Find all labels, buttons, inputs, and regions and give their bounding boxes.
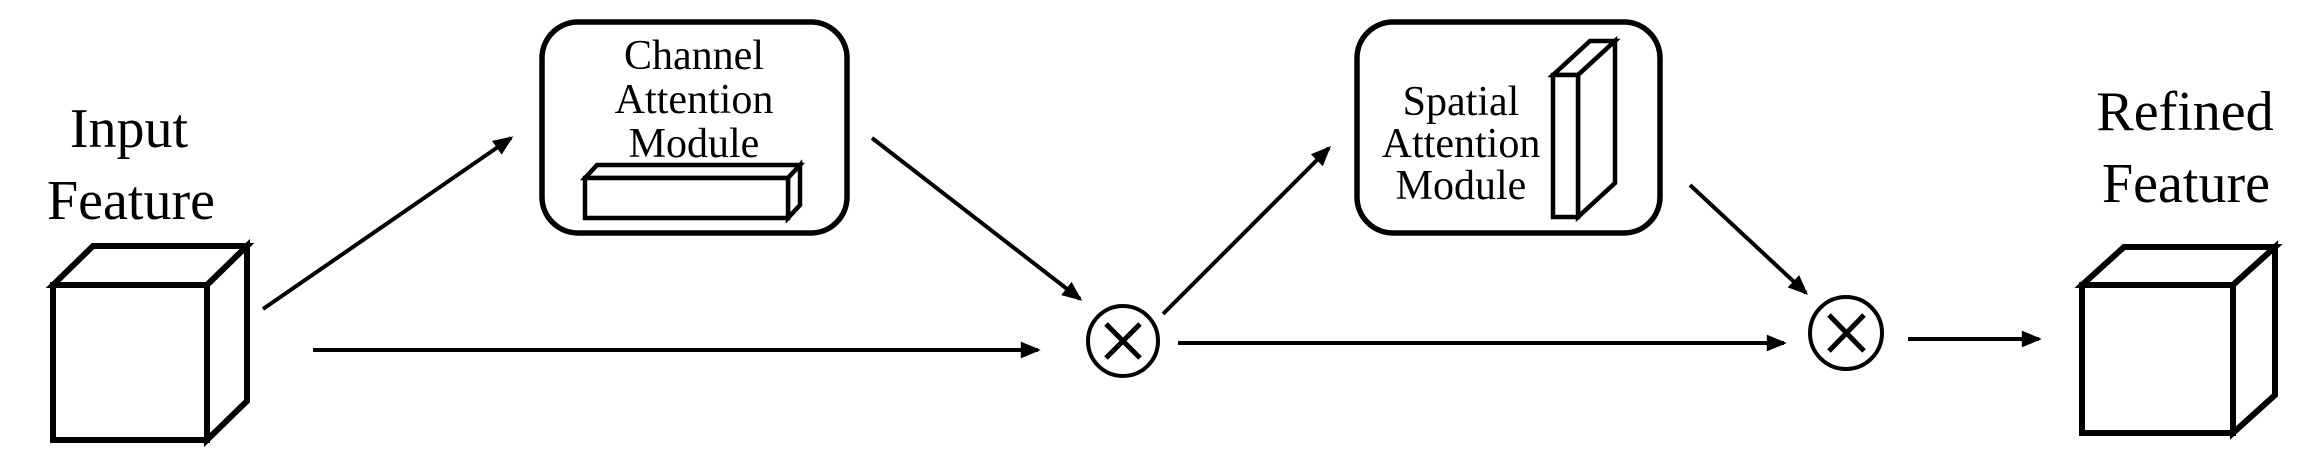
arrow-channel-module-to-multiply-1 [870, 136, 1083, 301]
refined-feature-label-line-1: Refined [2096, 81, 2273, 143]
multiply-operator-2 [1808, 295, 1884, 371]
channel-module-label-line-3: Module [629, 121, 760, 167]
multiply-icon [1827, 313, 1866, 353]
spatial-module-label-line-3: Module [1396, 163, 1527, 209]
channel-module-label-line-1: Channel [624, 33, 764, 79]
spatial-module-label-line-1: Spatial [1403, 79, 1520, 125]
spatial-slab-front-face [1550, 72, 1581, 220]
input-feature-label-line-2: Feature [47, 170, 215, 232]
refined-feature-label-line-2: Feature [2102, 153, 2270, 215]
node-refined-feature: Refined Feature [2074, 81, 2283, 440]
arrow-input-to-channel-module [261, 136, 514, 311]
refined-feature-cube-icon [2074, 240, 2283, 440]
input-feature-cube-icon [45, 238, 255, 448]
node-spatial-attention-module: Spatial Attention Module [1354, 19, 1663, 236]
input-feature-label-line-1: Input [70, 98, 189, 160]
spatial-slab-side-face [1575, 35, 1618, 223]
node-channel-attention-module: Channel Attention Module [539, 19, 850, 236]
multiply-cross-stroke [1104, 322, 1142, 360]
spatial-module-label-line-2: Attention [1382, 121, 1541, 167]
arrow-multiply-1-to-spatial-module [1161, 146, 1331, 316]
node-input-feature: Input Feature [45, 98, 255, 448]
multiply-cross-stroke [1827, 313, 1866, 353]
cube-side-face [204, 238, 250, 448]
cube-front-face [2079, 282, 2236, 436]
channel-attention-map-icon [579, 159, 806, 224]
channel-module-label-line-2: Attention [615, 77, 774, 123]
flow-edges [261, 136, 2042, 359]
cube-front-face [50, 282, 210, 443]
channel-bar-front-face [582, 175, 791, 221]
spatial-attention-map-icon [1547, 35, 1621, 223]
arrow-spatial-module-to-multiply-2 [1688, 183, 1809, 295]
multiply-icon [1104, 322, 1142, 360]
multiply-operator-1 [1086, 304, 1160, 378]
